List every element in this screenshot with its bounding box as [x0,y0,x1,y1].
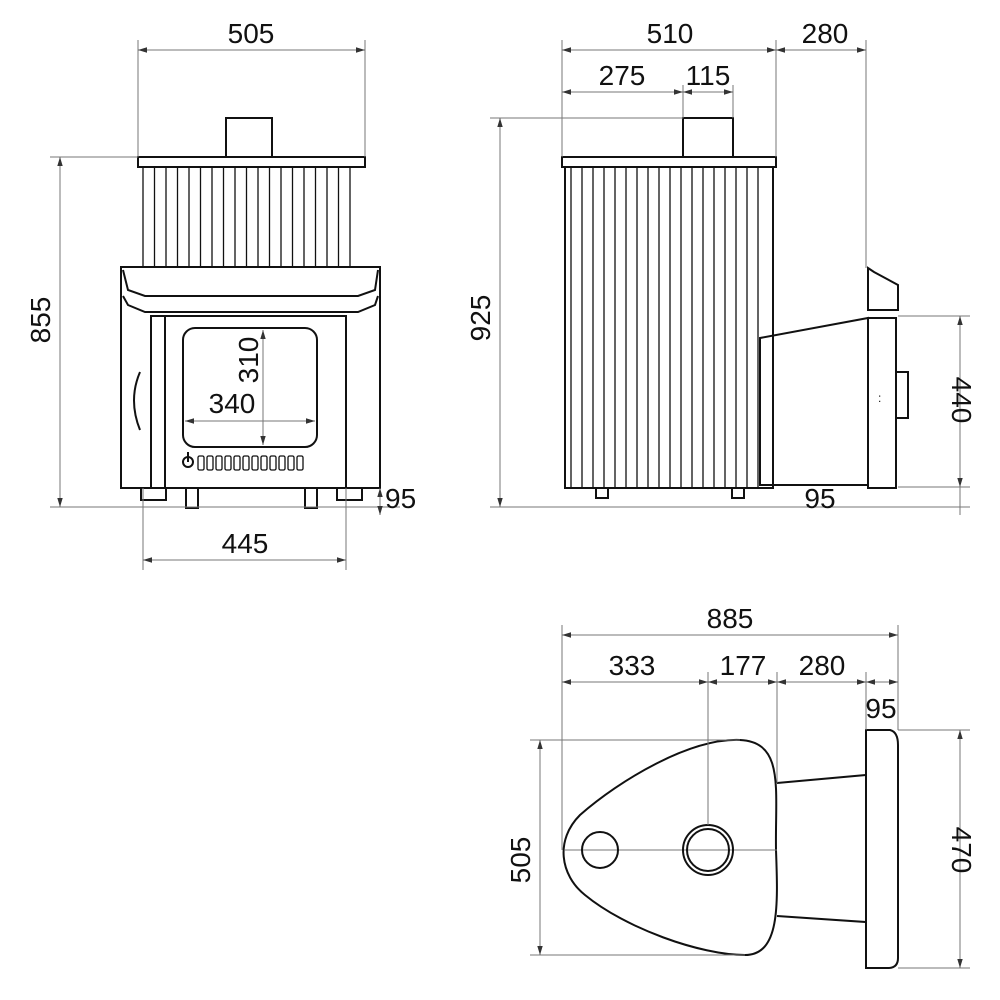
leg [140,487,167,501]
panel-top [867,266,899,311]
dim-height: 925 [465,295,496,342]
vent-slot [206,455,214,471]
leg [336,487,363,501]
dim-offset-2: 177 [720,650,767,681]
ash-vent-slots [197,455,304,471]
vent-slot [197,455,205,471]
dim-leg-height: 95 [804,483,835,514]
side-view: : 510 280 275 115 925 440 95 [465,18,977,515]
dim-width-top: 505 [228,18,275,49]
top-cap [561,156,777,168]
dim-glass-height: 310 [233,337,264,384]
water-tank-opening [581,831,619,869]
door-frame [150,315,347,489]
dim-chimney-offset: 275 [599,60,646,91]
front-panel [865,729,899,969]
vent-slot [296,455,304,471]
door-handle [896,371,909,419]
door-glass [182,327,318,448]
dim-glass-width: 340 [209,388,256,419]
top-cap [137,156,366,168]
dim-tunnel-length: 280 [802,18,849,49]
vent-slot [242,455,250,471]
heat-ribs [570,167,759,488]
vent-slot [287,455,295,471]
front-view: 505 855 445 95 310 340 [25,18,416,570]
dim-total-length: 885 [707,603,754,634]
stove-body-outline [562,738,778,957]
dim-depth: 510 [647,18,694,49]
dim-panel-depth: 95 [865,693,896,724]
leg [731,487,745,499]
door-handle [133,371,141,431]
stove-body [564,166,774,489]
vent-slot [233,455,241,471]
panel-dots: : [878,391,881,405]
vent-slot [278,455,286,471]
leg [304,487,318,509]
vent-slot [269,455,277,471]
dim-width-base: 445 [222,528,269,559]
chimney [682,117,734,158]
front-panel [867,317,897,489]
chimney [225,117,273,158]
dim-panel-width: 470 [946,827,977,874]
body-lower-curve [122,295,379,313]
vent-slot [260,455,268,471]
dim-height: 855 [25,297,56,344]
leg [185,487,199,509]
dim-offset-1: 333 [609,650,656,681]
heat-ribs [142,167,351,268]
vent-slot [251,455,259,471]
top-view: 885 333 177 280 95 505 470 [505,603,977,969]
vent-slot [215,455,223,471]
dim-chimney-diameter: 115 [686,60,731,91]
fire-tunnel [776,773,867,924]
leg [595,487,609,499]
dim-tunnel-length: 280 [799,650,846,681]
dim-leg-height: 95 [385,483,416,514]
dim-panel-height: 440 [946,377,977,424]
body-top-curve [122,269,379,297]
dim-width: 505 [505,837,536,884]
vent-slot [224,455,232,471]
fire-tunnel [759,316,869,486]
